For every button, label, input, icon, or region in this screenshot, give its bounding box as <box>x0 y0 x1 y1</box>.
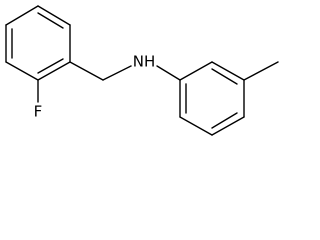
ring-double-bond <box>37 58 64 74</box>
right-benzene-ring <box>179 61 245 136</box>
ring-bond <box>37 5 71 26</box>
ch2-n-bond <box>102 65 132 81</box>
molecule-canvas: F NH <box>5 5 279 136</box>
left-benzene-ring <box>5 5 71 81</box>
ring-bond <box>5 61 39 81</box>
molecule-structure: F NH <box>5 5 279 136</box>
ring-double-bond <box>211 112 238 129</box>
ring-double-bond <box>37 12 64 29</box>
ring-bond <box>211 116 245 136</box>
amine-atom-label: NH <box>133 53 156 71</box>
fluorine-atom-label: F <box>34 103 43 121</box>
ring-ch2-bond <box>69 61 104 81</box>
ring-bond <box>37 61 71 81</box>
ring-double-bond <box>211 68 238 85</box>
ring-bond <box>211 61 245 81</box>
methyl-bond <box>243 61 279 81</box>
ring-bond <box>179 116 213 136</box>
n-ring-bond <box>156 65 181 81</box>
ring-bond <box>179 61 213 81</box>
ring-bond <box>5 5 39 26</box>
